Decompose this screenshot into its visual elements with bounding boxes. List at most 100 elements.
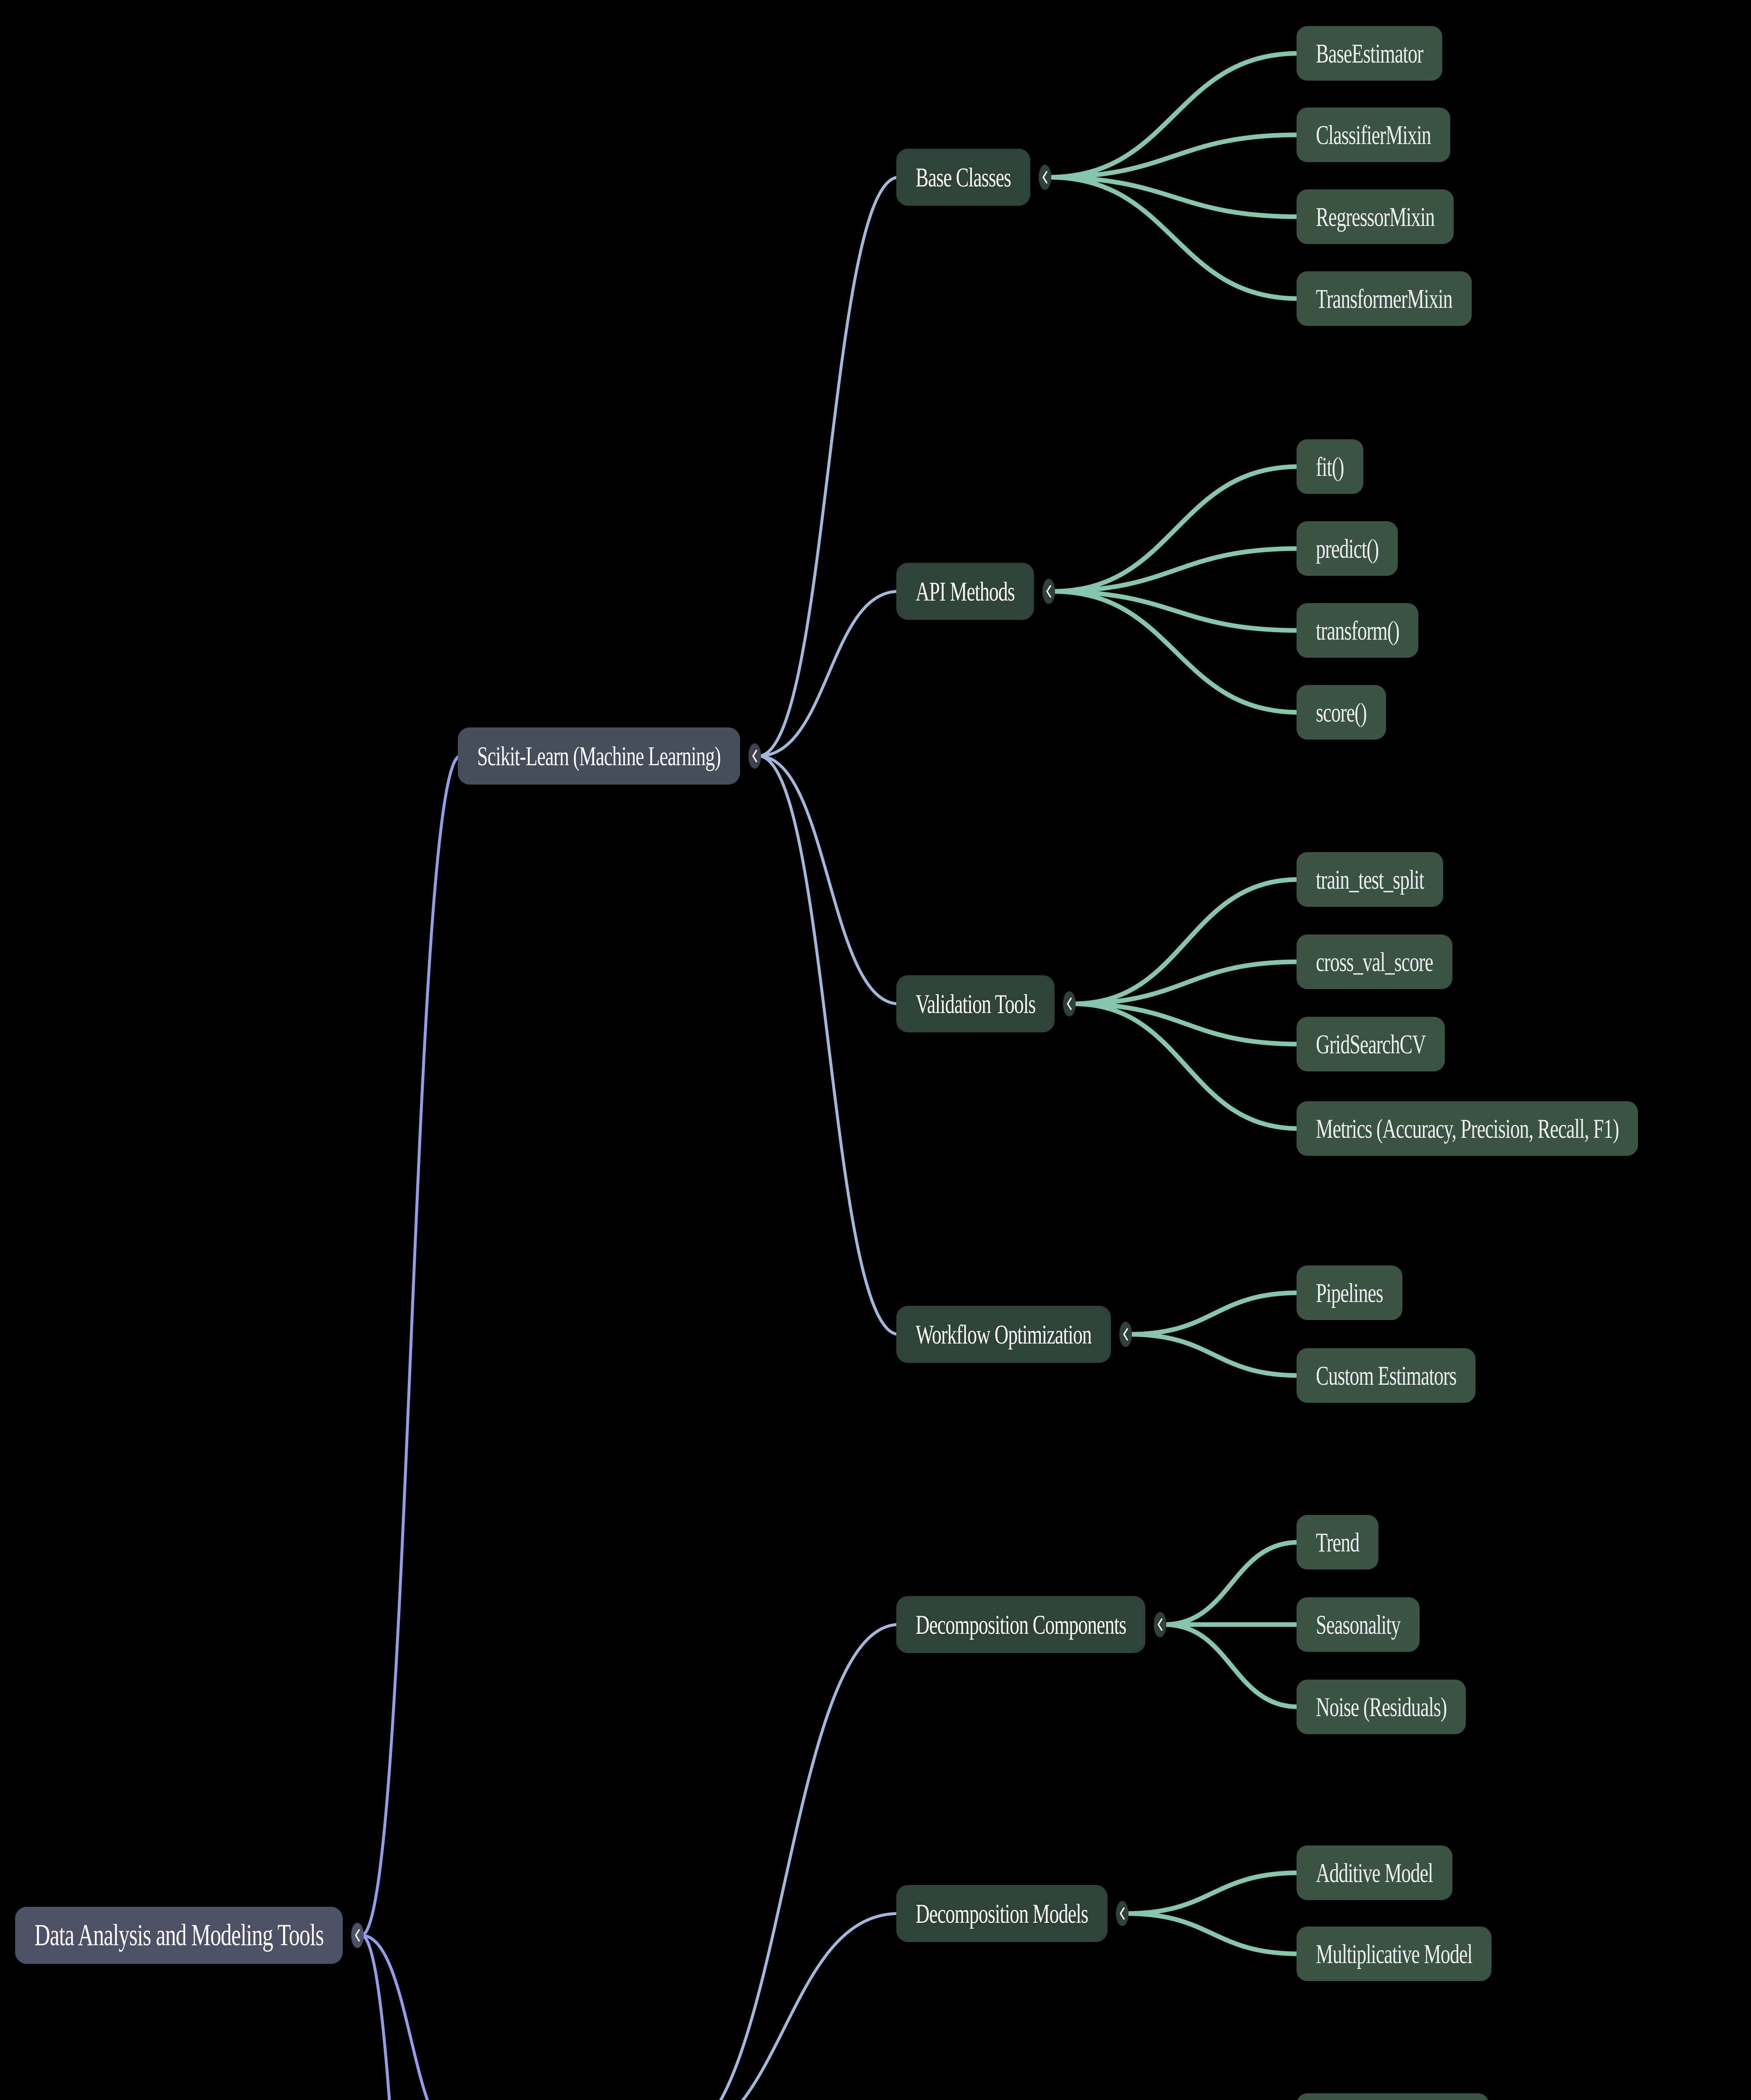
node-label: RegressorMixin: [1316, 202, 1435, 232]
collapse-toggle[interactable]: [748, 743, 761, 769]
node-label: Decomposition Models: [916, 1898, 1089, 1929]
node-root: Data Analysis and Modeling Tools: [15, 1907, 364, 1964]
chevron-left-icon: [1119, 1907, 1125, 1920]
node-transform: transform(): [1297, 603, 1419, 658]
node-label: fit(): [1316, 452, 1344, 482]
chevron-left-icon: [1067, 998, 1072, 1010]
node-box: Pipelines: [1297, 1265, 1402, 1320]
node-workflow-optimization: Workflow Optimization: [896, 1306, 1132, 1363]
node-box: transform(): [1297, 603, 1419, 658]
node-seasonality: Seasonality: [1297, 1597, 1420, 1652]
node-box: TransformerMixin: [1297, 271, 1472, 326]
node-label: train_test_split: [1316, 864, 1424, 895]
chevron-left-icon: [752, 750, 757, 762]
node-multiplicative-model: Multiplicative Model: [1297, 1927, 1492, 1981]
node-label: transform(): [1316, 615, 1399, 646]
node-label: Custom Estimators: [1316, 1360, 1457, 1391]
chevron-left-icon: [1158, 1618, 1163, 1631]
node-label: Metrics (Accuracy, Precision, Recall, F1…: [1316, 1113, 1619, 1144]
node-decomposition-models: Decomposition Models: [896, 1885, 1129, 1942]
node-label: Additive Model: [1316, 1858, 1433, 1888]
node-box: Scikit-Learn (Machine Learning): [458, 727, 740, 785]
node-api-methods: API Methods: [896, 563, 1055, 620]
node-label: GridSearchCV: [1316, 1029, 1426, 1059]
node-pipelines: Pipelines: [1297, 1265, 1402, 1320]
chevron-left-icon: [355, 1929, 360, 1942]
node-label: Scikit-Learn (Machine Learning): [477, 741, 721, 771]
node-score: score(): [1297, 685, 1386, 740]
node-box: Decomposition Components: [896, 1596, 1146, 1653]
collapse-toggle[interactable]: [1063, 991, 1076, 1016]
node-label: Workflow Optimization: [916, 1319, 1092, 1349]
node-box: Workflow Optimization: [896, 1306, 1111, 1363]
node-base-estimator: BaseEstimator: [1297, 26, 1443, 81]
node-box: RegressorMixin: [1297, 189, 1454, 244]
node-label: Validation Tools: [916, 989, 1036, 1019]
node-box: Metrics (Accuracy, Precision, Recall, F1…: [1297, 1101, 1638, 1156]
node-label: BaseEstimator: [1316, 38, 1423, 68]
node-box: Trend: [1297, 1515, 1379, 1570]
node-box: Additive Model: [1297, 1845, 1452, 1900]
node-box: fit(): [1297, 439, 1363, 494]
node-box: Validation Tools: [896, 975, 1055, 1032]
node-additive-model: Additive Model: [1297, 1845, 1452, 1900]
collapse-toggle[interactable]: [1154, 1612, 1167, 1637]
node-grid-search-cv: GridSearchCV: [1297, 1017, 1445, 1071]
node-label: Data Analysis and Modeling Tools: [34, 1919, 324, 1952]
node-label: Trend: [1316, 1527, 1360, 1557]
node-box: Base Classes: [896, 149, 1030, 206]
node-label: Seasonality: [1316, 1609, 1401, 1640]
node-label: Base Classes: [916, 162, 1011, 192]
node-label: Multiplicative Model: [1316, 1939, 1473, 1969]
node-noise-residuals: Noise (Residuals): [1297, 1680, 1466, 1734]
node-box: Multiplicative Model: [1297, 1927, 1492, 1981]
node-label: Pipelines: [1316, 1278, 1383, 1308]
collapse-toggle[interactable]: [1116, 1901, 1129, 1926]
node-base-classes: Base Classes: [896, 149, 1051, 206]
node-box: Decomposition Models: [896, 1885, 1108, 1942]
node-fit: fit(): [1297, 439, 1363, 494]
node-box: Custom Estimators: [1297, 1348, 1476, 1403]
node-box: GridSearchCV: [1297, 1017, 1445, 1071]
node-custom-estimators: Custom Estimators: [1297, 1348, 1476, 1403]
chevron-left-icon: [1042, 171, 1047, 184]
node-classifier-mixin: ClassifierMixin: [1297, 108, 1450, 162]
node-box: cross_val_score: [1297, 934, 1452, 989]
node-box: Noise (Residuals): [1297, 1680, 1466, 1734]
node-box: ClassifierMixin: [1297, 108, 1450, 162]
collapse-toggle[interactable]: [1119, 1322, 1132, 1347]
node-box: Autoregressive (AR): [1297, 2093, 1489, 2100]
node-label: API Methods: [916, 576, 1015, 606]
node-transformer-mixin: TransformerMixin: [1297, 271, 1472, 326]
collapse-toggle[interactable]: [1042, 579, 1055, 604]
collapse-toggle[interactable]: [1038, 165, 1051, 190]
node-cross-val-score: cross_val_score: [1297, 934, 1452, 989]
chevron-left-icon: [1046, 585, 1051, 598]
node-box: predict(): [1297, 521, 1398, 576]
node-autoregressive-ar: Autoregressive (AR): [1297, 2093, 1489, 2100]
node-label: Noise (Residuals): [1316, 1692, 1447, 1722]
node-trend: Trend: [1297, 1515, 1379, 1570]
node-box: BaseEstimator: [1297, 26, 1443, 81]
node-box: train_test_split: [1297, 852, 1444, 907]
node-label: TransformerMixin: [1316, 284, 1453, 314]
node-label: score(): [1316, 697, 1367, 727]
node-scikit-learn: Scikit-Learn (Machine Learning): [458, 727, 761, 785]
chevron-left-icon: [1123, 1328, 1128, 1341]
node-validation-tools: Validation Tools: [896, 975, 1076, 1032]
node-box: score(): [1297, 685, 1386, 740]
collapse-toggle[interactable]: [351, 1923, 364, 1948]
node-label: Decomposition Components: [916, 1609, 1126, 1640]
node-box: Seasonality: [1297, 1597, 1420, 1652]
node-box: Data Analysis and Modeling Tools: [15, 1907, 343, 1964]
node-train-test-split: train_test_split: [1297, 852, 1444, 907]
node-label: cross_val_score: [1316, 947, 1433, 977]
node-label: ClassifierMixin: [1316, 120, 1431, 150]
node-regressor-mixin: RegressorMixin: [1297, 189, 1454, 244]
node-box: API Methods: [896, 563, 1034, 620]
node-metrics: Metrics (Accuracy, Precision, Recall, F1…: [1297, 1101, 1638, 1156]
node-decomposition-components: Decomposition Components: [896, 1596, 1167, 1653]
